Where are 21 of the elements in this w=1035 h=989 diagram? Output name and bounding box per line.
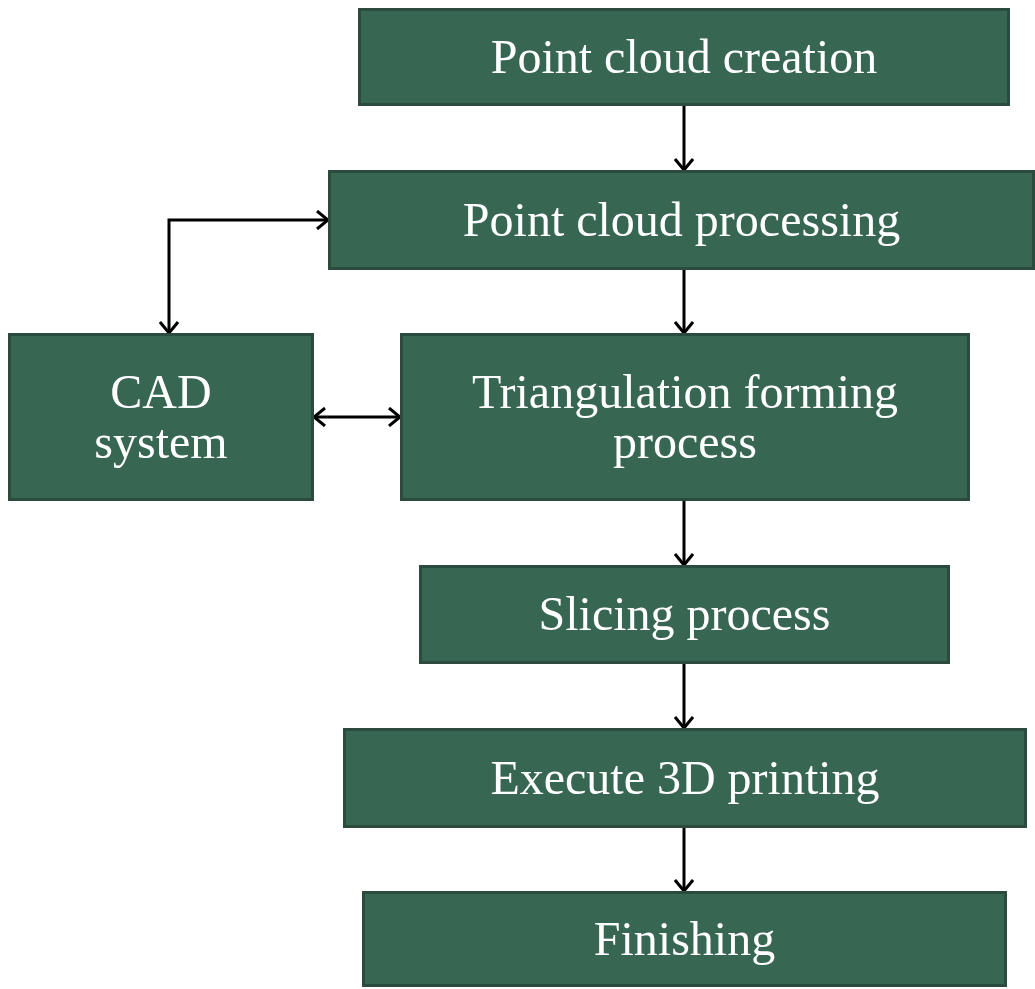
arrow — [673, 106, 695, 172]
arrow — [673, 828, 695, 893]
box-label: Slicing process — [538, 589, 831, 640]
process-box — [358, 8, 1010, 106]
box-label: CAD system — [93, 366, 229, 468]
arrow — [673, 501, 695, 567]
box-label: Execute 3D printing — [490, 752, 880, 804]
process-box — [400, 333, 970, 501]
process-box — [328, 170, 1035, 270]
process-box — [419, 565, 950, 664]
process-box — [8, 333, 314, 501]
box-label: Triangulation forming process — [470, 366, 900, 468]
process-box — [362, 891, 1007, 987]
arrow — [158, 209, 330, 335]
arrow — [312, 406, 402, 428]
box-label: Point cloud processing — [462, 194, 901, 246]
box-label: Finishing — [593, 913, 776, 965]
arrow — [673, 270, 695, 335]
box-label: Point cloud creation — [490, 31, 878, 83]
arrow — [673, 664, 695, 730]
process-box — [343, 728, 1027, 828]
